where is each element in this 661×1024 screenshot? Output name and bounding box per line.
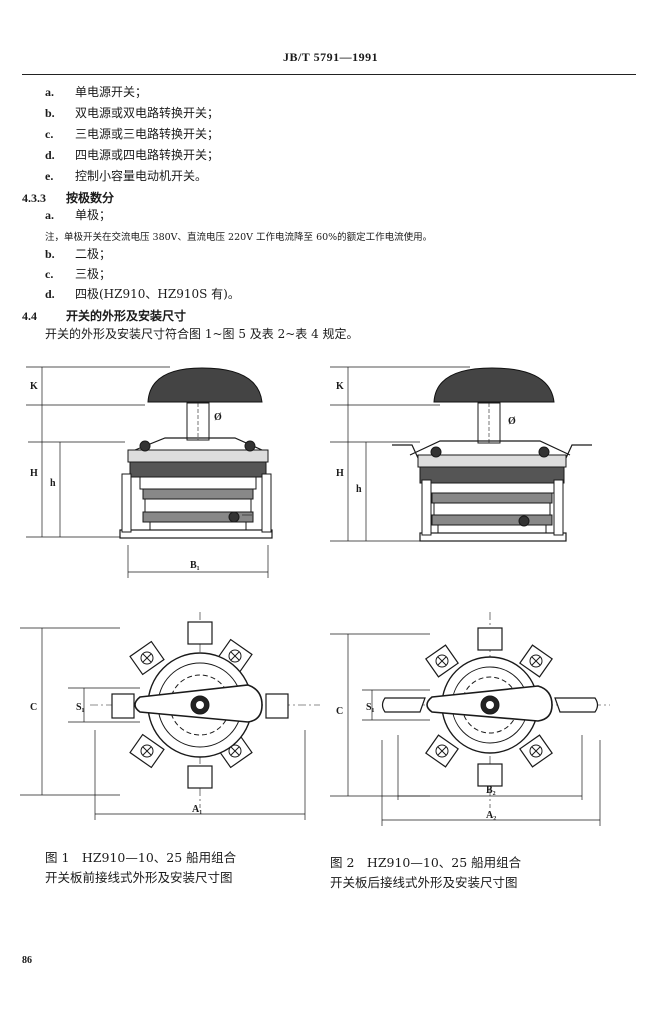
fig2-label-S1: S₁ (366, 702, 375, 713)
list-item: c. 三极； (45, 267, 111, 281)
body-paragraph: 开关的外形及安装尺寸符合图 1~图 5 及表 2~表 4 规定。 (45, 327, 359, 341)
fig2-label-h: h (356, 484, 362, 495)
figure1-front-view (20, 612, 320, 820)
list-text: 双电源或双电路转换开关； (75, 106, 220, 120)
list-item: b. 二极； (45, 247, 111, 261)
list-text: 三极； (75, 267, 112, 281)
fig1-label-h: h (50, 478, 56, 489)
figure2-side-view (330, 366, 592, 542)
fig1-label-S1: S₁ (76, 702, 85, 713)
section-title: 按极数分 (66, 191, 115, 205)
fig2-label-H: H (336, 468, 344, 479)
list-marker: c. (45, 267, 54, 281)
figure1-caption-line1: 图 1 HZ910—10、25 船用组合 (45, 850, 237, 865)
list-item: c. 三电源或三电路转换开关； (45, 127, 219, 141)
fig2-label-A2: A₂ (486, 810, 496, 821)
list-item: a. 单电源开关； (45, 85, 147, 99)
list-text: 单极； (75, 208, 112, 222)
page-number: 86 (22, 955, 32, 966)
list-marker: d. (45, 148, 55, 162)
fig2-label-phi: Ø (508, 416, 516, 427)
figure1-side-view (26, 366, 273, 578)
technical-drawings: K H h Ø B₁ C S₁ A₁ K H h Ø C S₁ B₂ A₂ (20, 366, 610, 826)
section-heading-4-3-3: 4.3.3 按极数分 (22, 189, 114, 206)
list-marker: e. (45, 169, 54, 183)
fig1-label-A1: A₁ (192, 804, 202, 815)
figure1-caption: 图 1 HZ910—10、25 船用组合 开关板前接线式外形及安装尺寸图 (45, 848, 236, 888)
list-text: 控制小容量电动机开关。 (75, 169, 208, 183)
fig2-label-B2: B₂ (486, 785, 496, 796)
fig1-label-phi: Ø (214, 412, 222, 423)
list-text: 单电源开关； (75, 85, 148, 99)
list-marker: c. (45, 127, 54, 141)
list-marker: a. (45, 208, 54, 222)
list-marker: b. (45, 106, 55, 120)
header-rule (22, 74, 636, 75)
fig2-label-K: K (336, 381, 344, 392)
figure2-caption: 图 2 HZ910—10、25 船用组合 开关板后接线式外形及安装尺寸图 (330, 853, 521, 893)
figure2-front-view (330, 612, 610, 826)
fig2-label-C: C (336, 706, 343, 717)
list-item: d. 四电源或四电路转换开关； (45, 148, 219, 162)
figure1-caption-line2: 开关板前接线式外形及安装尺寸图 (45, 870, 233, 885)
fig1-label-H: H (30, 468, 38, 479)
list-item: a. 单极； (45, 208, 111, 222)
fig1-label-K: K (30, 381, 38, 392)
list-text: 四极(HZ910、HZ910S 有)。 (75, 287, 240, 301)
document-code: JB/T 5791—1991 (282, 50, 379, 64)
section-number: 4.3.3 (22, 191, 46, 205)
fig1-label-B1: B₁ (190, 560, 200, 571)
list-marker: d. (45, 287, 55, 301)
section-heading-4-4: 4.4 开关的外形及安装尺寸 (22, 307, 186, 324)
figure2-caption-line1: 图 2 HZ910—10、25 船用组合 (330, 855, 522, 870)
list-marker: b. (45, 247, 55, 261)
figure2-caption-line2: 开关板后接线式外形及安装尺寸图 (330, 875, 518, 890)
list-item: d. 四极(HZ910、HZ910S 有)。 (45, 287, 240, 301)
list-text: 四电源或四电路转换开关； (75, 148, 220, 162)
section-title: 开关的外形及安装尺寸 (66, 309, 187, 323)
list-marker: a. (45, 85, 54, 99)
list-text: 二极； (75, 247, 112, 261)
note-text: 注，单极开关在交流电压 380V、直流电压 220V 工作电流降至 60%的额定… (45, 232, 433, 243)
fig1-label-C: C (30, 702, 37, 713)
section-number: 4.4 (22, 309, 37, 323)
list-text: 三电源或三电路转换开关； (75, 127, 220, 141)
list-item: b. 双电源或双电路转换开关； (45, 106, 219, 120)
list-item: e. 控制小容量电动机开关。 (45, 169, 207, 183)
